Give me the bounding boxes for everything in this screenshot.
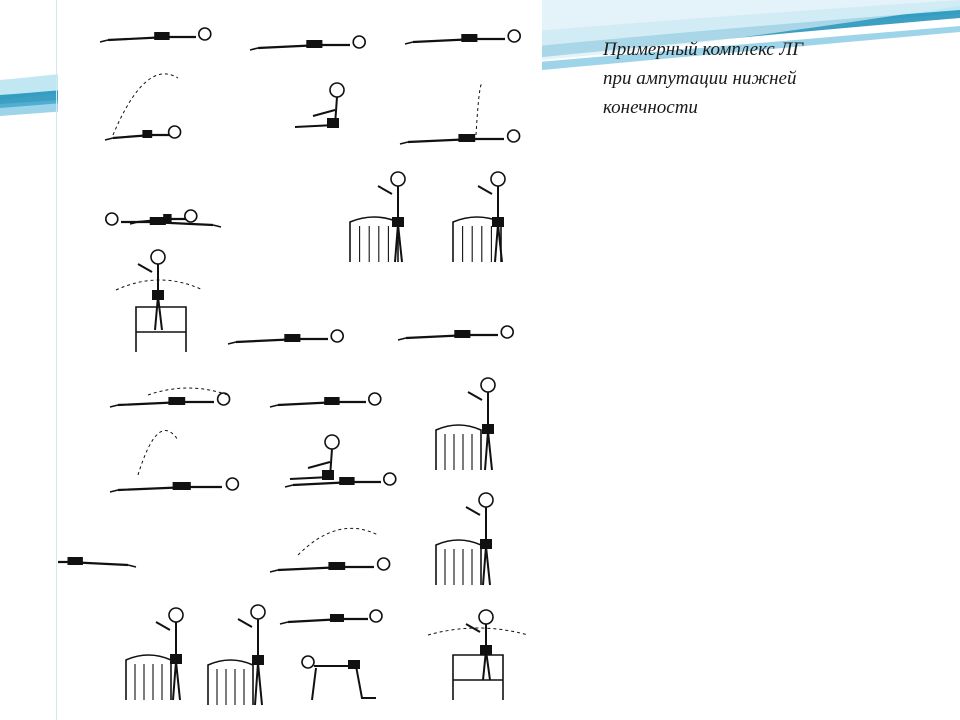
exercise-figure [399, 129, 521, 145]
exercise-figure [465, 609, 494, 681]
exercise-figure [452, 654, 504, 700]
exercise-figure [297, 527, 379, 556]
exercise-figure [104, 125, 182, 141]
exercise-figure [269, 392, 382, 408]
exercise-figure [227, 329, 345, 345]
exercise-figures-illustration [58, 27, 529, 706]
exercise-figure [301, 655, 376, 701]
exercise-figure [109, 392, 231, 408]
slide-title: Примерный комплекс ЛГ при ампутации нижн… [603, 35, 903, 122]
exercise-figure [99, 27, 212, 43]
exercise-figure [477, 171, 506, 263]
exercise-figure [237, 604, 266, 706]
exercise-figure [207, 659, 254, 705]
exercise-figure [435, 424, 482, 470]
exercise-figure [467, 377, 496, 471]
exercise-figure [284, 472, 397, 488]
exercise-figure [147, 387, 229, 396]
exercise-figure [137, 430, 179, 476]
exercise-figure [155, 607, 184, 701]
exercise-figure [104, 212, 222, 228]
exercise-figure [377, 171, 406, 263]
exercise-figure [109, 477, 240, 493]
exercise-figure [289, 434, 340, 480]
left-rule [56, 0, 57, 720]
exercise-figure [112, 73, 179, 136]
exercise-figure [465, 492, 494, 586]
exercise-figure [404, 29, 522, 45]
exercise-figure [137, 249, 166, 331]
title-line-3: конечности [603, 97, 698, 118]
exercise-figure [427, 627, 529, 636]
exercise-figures-panel [58, 0, 542, 720]
title-line-1: Примерный комплекс ЛГ [603, 39, 804, 60]
exercise-figure [294, 82, 345, 128]
exercise-figure [115, 279, 204, 291]
title-line-2: при ампутации нижней [603, 68, 797, 89]
exercise-figure [349, 216, 399, 262]
exercise-figure [475, 83, 484, 136]
exercise-figure [249, 35, 367, 51]
exercise-figure [435, 539, 482, 585]
exercise-figure [397, 325, 515, 341]
exercise-figure [125, 654, 172, 700]
exercise-figure [135, 306, 187, 352]
exercise-figure [269, 557, 391, 573]
exercise-figure [279, 609, 383, 625]
exercise-figure [58, 557, 137, 568]
